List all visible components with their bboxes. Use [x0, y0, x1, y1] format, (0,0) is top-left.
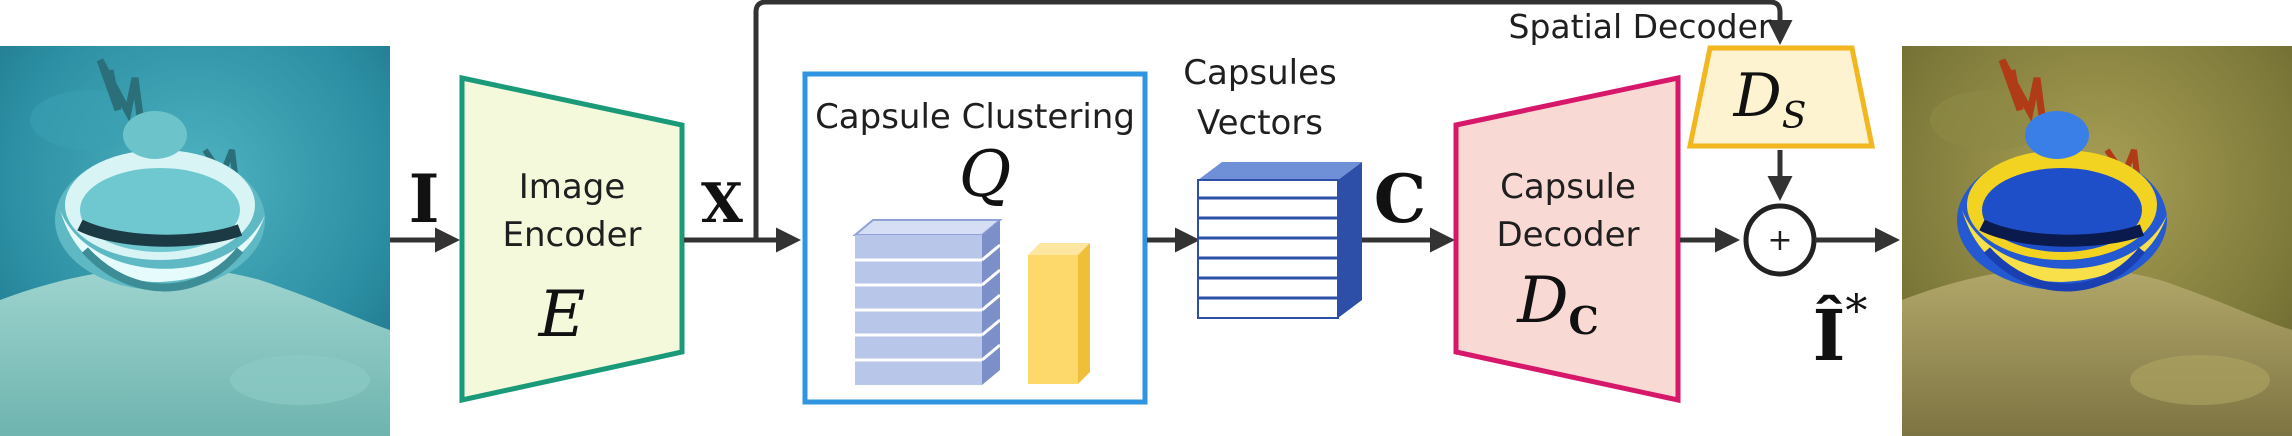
- sea-slug-icon: [55, 58, 265, 292]
- encoder-label-line2: Encoder: [502, 215, 641, 255]
- clustering-title: Capsule Clustering: [815, 97, 1135, 137]
- capsule-stack-icon: [1197, 162, 1362, 319]
- capsules-label-line2: Vectors: [1197, 103, 1323, 143]
- sum-node: +: [1743, 203, 1817, 277]
- encoder-symbol: E: [538, 278, 586, 352]
- spatial-trapezoid: [1686, 45, 1876, 149]
- capsule-decoder: Capsule Decoder DC: [1453, 74, 1681, 404]
- enhanced-sea-slug-icon: [1957, 58, 2167, 292]
- capsules-vectors: Capsules Vectors: [1183, 53, 1362, 319]
- decoder-label-line2: Decoder: [1496, 215, 1639, 255]
- sum-symbol: +: [1767, 223, 1792, 258]
- cluster-slab-icon: [1028, 243, 1090, 384]
- decoder-label-line1: Capsule: [1500, 167, 1636, 207]
- spatial-decoder-title: Spatial Decoder: [1509, 7, 1772, 46]
- capsules-symbol: C: [1374, 160, 1427, 238]
- spatial-symbol: DS: [1733, 61, 1807, 137]
- clustering-symbol: Q: [959, 138, 1011, 212]
- output-symbol: Î*: [1813, 286, 1868, 377]
- encoder-trapezoid: [459, 74, 685, 404]
- output-image: [1902, 46, 2292, 436]
- input-symbol: I: [409, 160, 440, 238]
- capsule-clustering-box: Capsule Clustering Q: [802, 71, 1148, 405]
- input-image: [0, 46, 390, 436]
- capsules-label-line1: Capsules: [1183, 53, 1337, 93]
- arrow-skip-to-spatial-decoder: [753, 0, 1793, 240]
- image-encoder: Image Encoder E: [459, 74, 685, 404]
- encoder-label-line1: Image: [519, 167, 625, 207]
- decoder-symbol: DC: [1516, 264, 1599, 343]
- feature-cube-icon: [852, 219, 1003, 385]
- features-symbol: X: [701, 171, 743, 235]
- spatial-decoder: Spatial Decoder DS: [1509, 7, 1876, 149]
- decoder-trapezoid: [1453, 74, 1681, 404]
